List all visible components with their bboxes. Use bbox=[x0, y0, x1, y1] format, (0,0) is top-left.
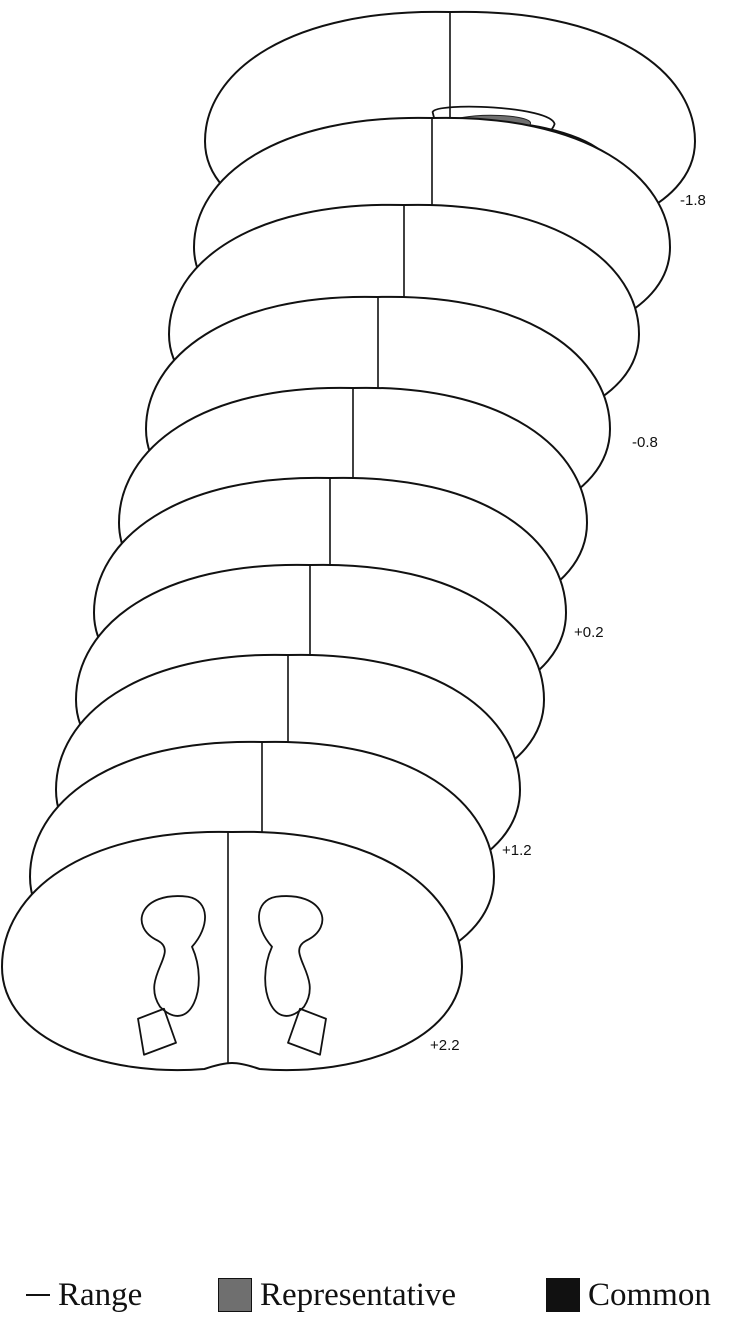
legend-item-representative: Representative bbox=[218, 1270, 456, 1320]
coordinate-label: -0.8 bbox=[632, 434, 658, 451]
legend: Range Representative Common bbox=[0, 1270, 754, 1320]
coordinate-label: -1.8 bbox=[680, 192, 706, 209]
legend-label-representative: Representative bbox=[260, 1277, 456, 1314]
coordinate-label: +1.2 bbox=[502, 842, 532, 859]
legend-label-common: Common bbox=[588, 1277, 711, 1314]
brain-section-diagram: -1.8 -0.8 +0.2 +1.2 +2.2 bbox=[0, 0, 754, 1250]
common-swatch bbox=[546, 1278, 580, 1312]
coordinate-label: +2.2 bbox=[430, 1037, 460, 1054]
representative-swatch bbox=[218, 1278, 252, 1312]
brain-section bbox=[2, 832, 462, 1070]
coordinate-label: +0.2 bbox=[574, 624, 604, 641]
legend-item-common: Common bbox=[546, 1270, 711, 1320]
range-swatch bbox=[26, 1294, 50, 1296]
section-outline bbox=[2, 832, 462, 1070]
legend-label-range: Range bbox=[58, 1277, 142, 1314]
legend-item-range: Range bbox=[26, 1270, 142, 1320]
